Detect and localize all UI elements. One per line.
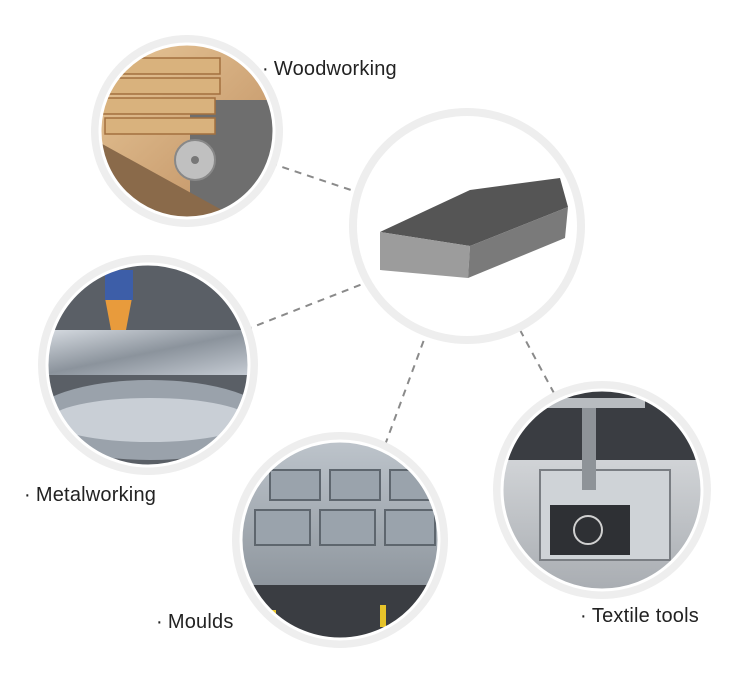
woodworking-image [100,44,274,218]
label-text: Moulds [167,611,234,633]
bullet: · [156,611,163,633]
label-metalworking: ·Metalworking [24,484,156,507]
connector-woodworking [269,162,361,194]
steel-bar-top [380,178,568,246]
label-woodworking: ·Woodworking [262,58,397,81]
connector-moulds [384,336,426,446]
connector-metalworking [244,282,366,331]
label-moulds: ·Moulds [156,611,234,634]
metalworking-image [47,264,249,466]
connector-textile [519,329,556,396]
center-steel-bar-image [357,116,577,336]
label-textile-tools: ·Textile tools [580,605,699,628]
steel-bar-side [468,207,568,278]
bullet: · [580,605,587,627]
steel-bar-front [380,232,470,278]
label-text: Textile tools [591,605,699,627]
label-text: Metalworking [35,484,157,506]
bullet: · [24,484,31,506]
connector-lines [244,162,556,446]
label-text: Woodworking [273,58,397,80]
bullet: · [262,58,269,80]
